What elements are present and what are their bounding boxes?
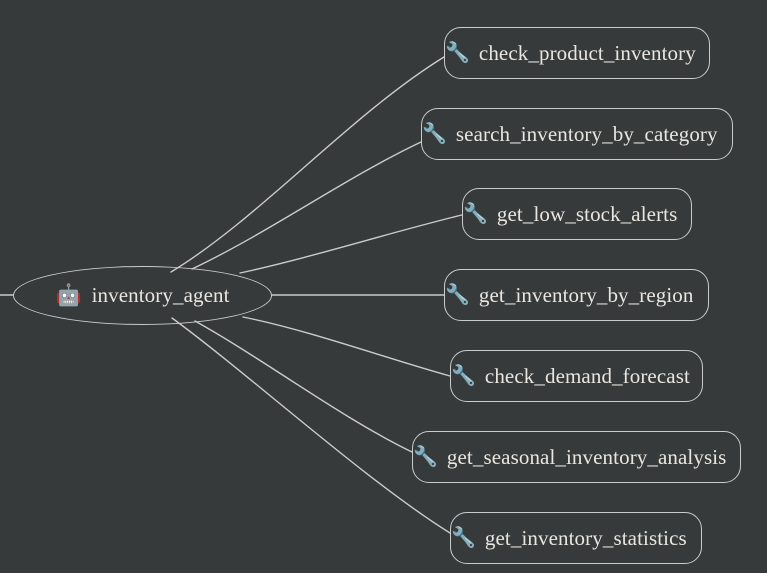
- node-label: check_demand_forecast: [484, 363, 690, 388]
- tool-node-get_low_stock_alerts[interactable]: 🔧 get_low_stock_alerts: [462, 188, 692, 240]
- node-content: 🔧 get_seasonal_inventory_analysis: [413, 444, 727, 469]
- wrench-icon: 🔧: [422, 123, 447, 145]
- node-label: get_inventory_by_region: [478, 282, 694, 307]
- node-content: 🔧 get_inventory_by_region: [445, 282, 694, 307]
- tool-node-get_inventory_statistics[interactable]: 🔧 get_inventory_statistics: [450, 512, 702, 564]
- robot-icon: 🤖: [55, 283, 82, 307]
- wrench-icon: 🔧: [445, 42, 470, 64]
- node-content: 🔧 get_inventory_statistics: [451, 525, 687, 550]
- graph-edge: [242, 316, 451, 377]
- node-label: inventory_agent: [91, 283, 230, 307]
- tool-node-get_inventory_by_region[interactable]: 🔧 get_inventory_by_region: [444, 269, 709, 321]
- node-content: 🔧 check_demand_forecast: [451, 363, 690, 388]
- tool-node-search_inventory_by_category[interactable]: 🔧 search_inventory_by_category: [421, 108, 733, 160]
- wrench-icon: 🔧: [451, 527, 476, 549]
- wrench-icon: 🔧: [413, 446, 438, 468]
- wrench-icon: 🔧: [451, 365, 476, 387]
- tool-node-get_seasonal_inventory_analysis[interactable]: 🔧 get_seasonal_inventory_analysis: [412, 431, 741, 483]
- graph-edge: [239, 214, 463, 274]
- wrench-icon: 🔧: [445, 284, 470, 306]
- node-content: 🔧 search_inventory_by_category: [422, 121, 718, 146]
- tool-node-check_product_inventory[interactable]: 🔧 check_product_inventory: [444, 27, 710, 79]
- node-label: check_product_inventory: [478, 40, 696, 65]
- node-content: 🔧 check_product_inventory: [445, 40, 696, 65]
- graph-edge: [191, 141, 422, 270]
- node-content: 🔧 get_low_stock_alerts: [463, 201, 678, 226]
- wrench-icon: 🔧: [463, 203, 488, 225]
- graph-edge: [171, 317, 451, 534]
- node-label: get_inventory_statistics: [484, 525, 687, 550]
- tool-node-check_demand_forecast[interactable]: 🔧 check_demand_forecast: [450, 350, 703, 402]
- graph-edge: [170, 56, 445, 273]
- agent-node-inventory_agent[interactable]: 🤖 inventory_agent: [13, 266, 272, 325]
- node-label: get_low_stock_alerts: [496, 201, 678, 226]
- graph-edge: [194, 320, 413, 453]
- node-label: search_inventory_by_category: [455, 121, 718, 146]
- node-label: get_seasonal_inventory_analysis: [446, 444, 727, 469]
- node-content: 🤖 inventory_agent: [55, 285, 229, 306]
